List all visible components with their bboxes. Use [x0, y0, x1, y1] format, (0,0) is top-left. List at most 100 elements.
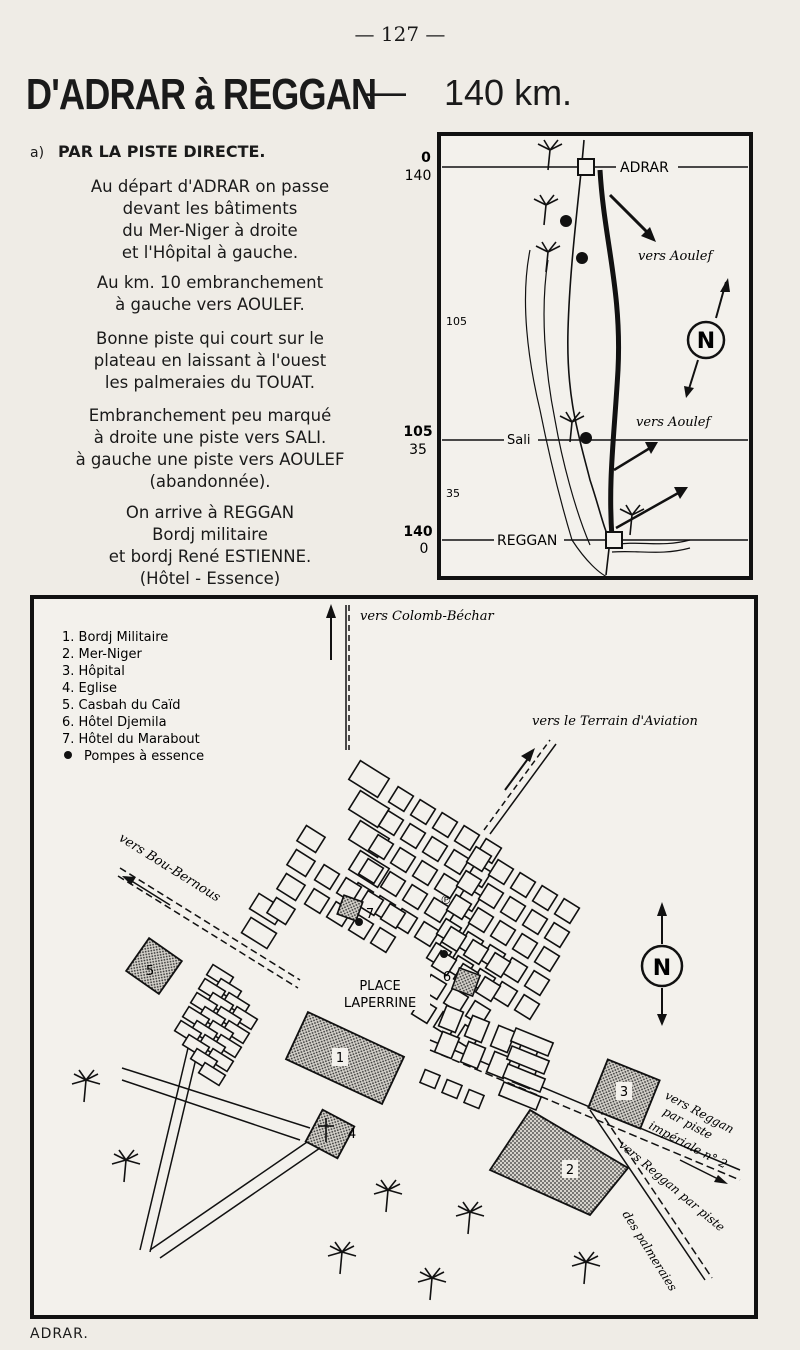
town-block	[229, 1005, 259, 1031]
town-block	[440, 1078, 464, 1100]
svg-text:℗: ℗	[440, 893, 452, 907]
km-adrar-top: 0	[421, 150, 431, 166]
place-sali: Sali	[507, 433, 530, 448]
town-block	[409, 798, 437, 826]
town-block	[543, 921, 571, 949]
paragraph-departure: Au départ d'ADRAR on passe devant les bâ…	[90, 177, 330, 262]
section-title: PAR LA PISTE DIRECTE.	[58, 142, 266, 161]
town-block	[295, 824, 327, 854]
label-vers-aoulef-1: vers Aoulef	[638, 249, 714, 264]
town-block	[462, 938, 490, 966]
km-sali-top: 105	[403, 424, 432, 440]
town-block	[477, 882, 505, 910]
town-block	[413, 920, 441, 948]
fuel-pump-icon	[355, 918, 363, 926]
legend-item: Pompes à essence	[84, 749, 204, 764]
town-block	[285, 848, 317, 878]
town-block	[443, 848, 471, 876]
town-block	[379, 870, 407, 898]
route-distance: 140 km.	[444, 72, 573, 113]
town-block	[462, 1088, 486, 1110]
palm-icon	[327, 1241, 357, 1275]
paragraph-embranchement: Embranchement peu marqué à droite une pi…	[75, 406, 345, 491]
town-block	[265, 896, 297, 926]
town-block	[423, 896, 451, 924]
km-reggan-top: 140	[403, 524, 432, 540]
palm-icon	[111, 1149, 141, 1183]
town-block	[213, 1033, 243, 1059]
town-block	[487, 858, 515, 886]
town-block	[531, 884, 559, 912]
marker-3: 3	[620, 1085, 628, 1100]
palm-icon	[373, 1179, 403, 1213]
town-block	[357, 857, 385, 885]
town-block	[533, 945, 561, 973]
town-block	[467, 906, 495, 934]
north-label: N	[653, 956, 671, 981]
figure-caption: ADRAR.	[30, 1326, 89, 1342]
section-letter: a)	[30, 145, 45, 161]
town-block	[197, 1061, 227, 1087]
inner-km-35: 35	[446, 487, 460, 500]
palm-trees	[71, 1069, 601, 1301]
town-block	[399, 822, 427, 850]
town-block	[499, 895, 527, 923]
town-block	[357, 889, 385, 917]
km-adrar-bottom: 140	[405, 168, 432, 184]
fuel-pump-icon	[440, 950, 448, 958]
title-dash: —	[366, 70, 406, 114]
palm-icon	[455, 1201, 485, 1235]
label-aviation: vers le Terrain d'Aviation	[532, 714, 698, 729]
palm-icon	[533, 139, 645, 536]
town-block	[430, 949, 458, 977]
town-block	[523, 969, 551, 997]
town-block	[505, 1044, 551, 1076]
town-block	[313, 863, 341, 891]
town-block	[509, 871, 537, 899]
paragraph-piste: Bonne piste qui court sur le plateau en …	[93, 329, 327, 392]
town-block	[501, 1062, 547, 1094]
place-label-1: PLACE	[359, 979, 400, 994]
palm-icon	[71, 1069, 101, 1103]
town-block	[484, 951, 512, 979]
town-block	[369, 926, 397, 954]
legend-item: 5. Casbah du Caïd	[62, 698, 180, 713]
town-block	[489, 919, 517, 947]
town-block	[221, 1019, 251, 1045]
town-block	[418, 1068, 442, 1090]
town-block	[445, 893, 473, 921]
town-block	[440, 925, 468, 953]
town-block	[433, 1030, 461, 1060]
north-label: N	[697, 329, 715, 354]
town-block	[433, 872, 461, 900]
town-block	[459, 1040, 487, 1070]
town-block	[553, 897, 581, 925]
town-block	[367, 833, 395, 861]
place-label-2: LAPERRINE	[344, 996, 416, 1011]
town-block	[347, 759, 391, 799]
palm-icon	[571, 1251, 601, 1285]
place-adrar: ADRAR	[620, 160, 669, 176]
town-block	[463, 1014, 491, 1044]
page-title: D'ADRAR à REGGAN — 140 km.	[26, 70, 572, 120]
town-block	[455, 869, 483, 897]
page-number: — 127 —	[354, 22, 446, 46]
town-block	[377, 809, 405, 837]
town-block	[497, 1080, 543, 1112]
marker-7: 7	[366, 907, 374, 922]
town-block	[205, 1047, 235, 1073]
town-block	[511, 932, 539, 960]
legend-item: 7. Hôtel du Marabout	[62, 732, 200, 747]
palm-icon	[417, 1267, 447, 1301]
town-block	[421, 835, 449, 863]
marker-6: 6	[443, 970, 451, 985]
route-title: D'ADRAR à REGGAN	[26, 70, 377, 119]
town-block	[489, 1024, 517, 1054]
town-block	[411, 859, 439, 887]
legend-item: 3. Hôpital	[62, 664, 125, 679]
town-block	[465, 845, 493, 873]
place-reggan: REGGAN	[497, 533, 557, 549]
inner-km-105: 105	[446, 315, 467, 328]
town-block	[509, 1026, 555, 1058]
legend: 1. Bordj Militaire 2. Mer-Niger 3. Hôpit…	[62, 630, 204, 764]
